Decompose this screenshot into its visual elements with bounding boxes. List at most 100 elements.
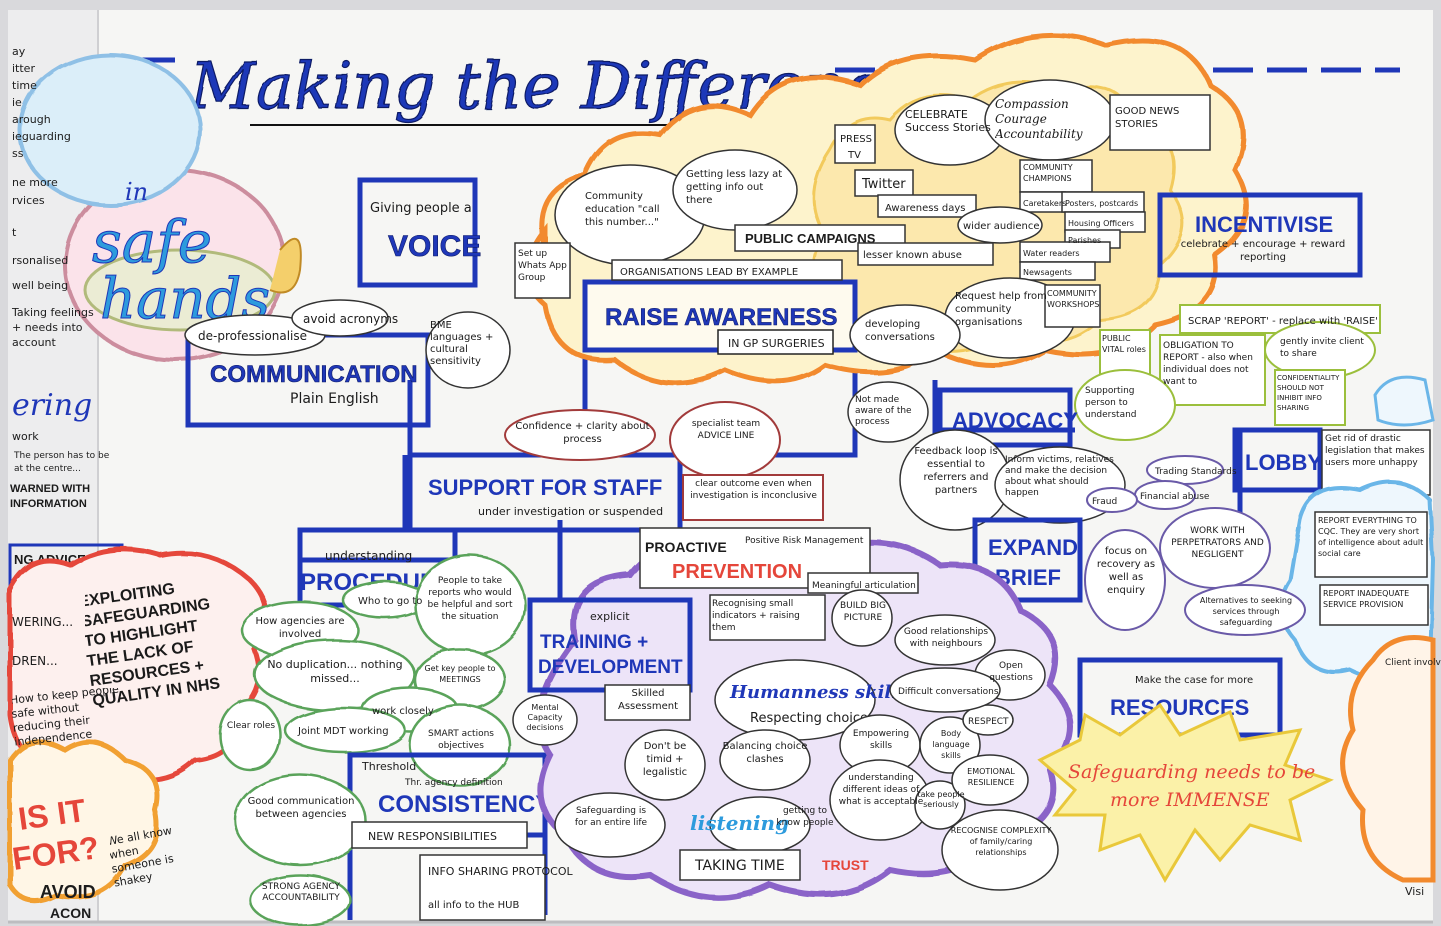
humanness-note: take people seriously xyxy=(917,790,965,809)
lobby-note-box: Get rid of drastic legislation that make… xyxy=(1325,434,1425,468)
edge-note: arough xyxy=(12,113,51,126)
right-edge-note: Visi xyxy=(1405,885,1424,898)
prevention-heading-1: PROACTIVE xyxy=(645,539,727,555)
support-staff-note: clear outcome even when investigation is… xyxy=(690,479,817,501)
procedures-note: SMART actions objectives xyxy=(428,729,494,751)
small-note: WERING... xyxy=(12,615,73,629)
media-note-shapes xyxy=(834,79,1211,366)
raise-note-box: Getting less lazy at getting info out th… xyxy=(686,169,783,206)
procedures-note: No duplication... nothing missed... xyxy=(267,658,403,685)
consistency-note: INFO SHARING PROTOCOL xyxy=(428,865,574,878)
keep-safe-note: How to keep people safe without reducing… xyxy=(12,688,120,749)
advocacy-note-box: Feedback loop is essential to referrers … xyxy=(914,446,997,496)
avoid-note: AVOID xyxy=(40,882,96,902)
support-staff-note-box: clear outcome even when investigation is… xyxy=(690,479,817,501)
lobby-note-frame xyxy=(1314,511,1428,578)
media-note-box: COMMUNITY CHAMPIONS xyxy=(1023,163,1073,183)
edge-note: ay xyxy=(12,45,26,58)
support-note-box: gently invite client to share xyxy=(1280,337,1364,359)
edge-note: Taking feelings xyxy=(11,306,94,319)
mental-capacity-cloud xyxy=(512,694,578,746)
raise-awareness-heading: RAISE AWARENESS xyxy=(605,304,838,331)
keep-safe-note-box: How to keep people safe without reducing… xyxy=(12,688,120,749)
lobby-note-frame xyxy=(1319,584,1429,626)
humanness-note: TRUST xyxy=(822,857,869,873)
prevention-note: Meaningful articulation xyxy=(812,581,916,591)
edge-note: itter xyxy=(12,62,35,75)
skilled-assessment-frame xyxy=(604,684,691,721)
procedures-note-box: How agencies are involved xyxy=(255,616,345,640)
ering-note: at the centre... xyxy=(14,464,81,474)
right-orange-cloud xyxy=(1340,635,1436,883)
consistency-heading: CONSISTENCY xyxy=(378,791,551,818)
advocacy-box xyxy=(937,387,1073,448)
support-for-staff-sub: under investigation or suspended xyxy=(478,505,663,518)
prevention-sub: Positive Risk Management xyxy=(745,536,864,546)
support-note: PUBLIC VITAL roles xyxy=(1102,334,1146,354)
humanness-note: Empowering skills xyxy=(852,729,910,751)
expand-brief-note: Alternatives to seeking services through… xyxy=(1199,596,1293,627)
humanness-note: Open questions xyxy=(989,661,1033,683)
media-note-box: GOOD NEWS STORIES xyxy=(1115,106,1179,130)
media-note-box: developing conversations xyxy=(865,319,935,343)
lobby-note-box: REPORT INADEQUATE SERVICE PROVISION xyxy=(1323,589,1409,609)
incentivise-heading: INCENTIVISE xyxy=(1195,212,1333,237)
support-staff-clouds xyxy=(504,401,824,521)
media-note: wider audience xyxy=(963,221,1039,232)
humanness-note: TAKING TIME xyxy=(694,858,785,874)
media-note-box: COMMUNITY WORKSHOPS xyxy=(1047,289,1099,309)
edge-note: account xyxy=(12,336,57,349)
humanness-note: understanding different ideas of what is… xyxy=(838,773,924,807)
procedures-note-box: SMART actions objectives xyxy=(428,729,494,751)
advocacy-heading: ADVOCACY xyxy=(952,408,1078,433)
humanness-note-box: Open questions xyxy=(989,661,1033,683)
edge-note: + needs into xyxy=(12,321,83,334)
media-note: developing conversations xyxy=(865,319,935,343)
humanness-note: Don't be timid + legalistic xyxy=(642,741,688,778)
procedures-note: Clear roles xyxy=(226,721,276,731)
humanness-note-box: Safeguarding is for an entire life xyxy=(575,806,647,828)
expand-brief-note: WORK WITH PERPETRATORS AND NEGLIGENT xyxy=(1171,526,1264,560)
right-edge-note: Client involvement xyxy=(1385,658,1441,668)
expand-brief-note: focus on recovery as well as enquiry xyxy=(1096,546,1156,596)
media-note: Posters, postcards xyxy=(1065,199,1138,208)
raise-note: Getting less lazy at getting info out th… xyxy=(686,169,783,206)
consistency-note-box: STRONG AGENCY ACCOUNTABILITY xyxy=(262,882,340,903)
edge-note: well being xyxy=(12,279,68,292)
procedures-note: Who to go to xyxy=(358,596,422,607)
procedures-note: How agencies are involved xyxy=(255,616,345,640)
edge-note: ne more xyxy=(12,176,58,189)
gp-surgeries-tag xyxy=(717,329,834,355)
procedures-clouds xyxy=(218,553,527,787)
support-staff-note-box: specialist team ADVICE LINE xyxy=(692,419,760,441)
expand-brief-note: Fraud xyxy=(1092,497,1117,507)
humanness-note: Good relationships with neighbours xyxy=(903,627,989,649)
humanness-note-box: Good relationships with neighbours xyxy=(903,627,989,649)
edge-note: ie xyxy=(12,96,22,109)
communication-sub: Plain English xyxy=(290,391,379,407)
responsibilities-tag xyxy=(351,821,528,849)
training-note-box: Mental Capacity decisions xyxy=(526,703,563,732)
raise-note: ORGANISATIONS LEAD BY EXAMPLE xyxy=(620,267,798,278)
expand-brief-note-box: focus on recovery as well as enquiry xyxy=(1096,546,1156,596)
media-note: Compassion Courage Accountability xyxy=(995,97,1083,141)
prevention-note: BUILD BIG PICTURE xyxy=(839,601,887,623)
support-note-box: Supporting person to understand xyxy=(1085,386,1137,420)
humanness-note-shapes xyxy=(554,614,1059,891)
support-staff-note: Confidence + clarity about process xyxy=(515,421,650,445)
safe-hands-in: in xyxy=(125,178,148,206)
humanness-note-box: Balancing choice clashes xyxy=(723,741,808,765)
procedures-note: People to take reports who would be help… xyxy=(427,576,513,622)
support-note: CONFIDENTIALITY SHOULD NOT INHIBIT INFO … xyxy=(1277,374,1340,412)
communication-note-box: BME languages + cultural sensitivity xyxy=(430,320,493,367)
raise-note: Set up Whats App Group xyxy=(518,249,567,283)
humanness-note-box: take people seriously xyxy=(917,790,965,809)
advocacy-note-box: Not made aware of the process xyxy=(855,395,912,427)
media-note: PRESS xyxy=(840,134,872,145)
procedures-note: Joint MDT working xyxy=(297,726,389,737)
media-note: TV xyxy=(847,150,861,161)
communication-heading: COMMUNICATION xyxy=(210,361,418,388)
media-notes: PRESS TV Twitter Awareness days lesser k… xyxy=(840,97,1179,343)
expand-brief-note-box: WORK WITH PERPETRATORS AND NEGLIGENT xyxy=(1171,526,1264,560)
